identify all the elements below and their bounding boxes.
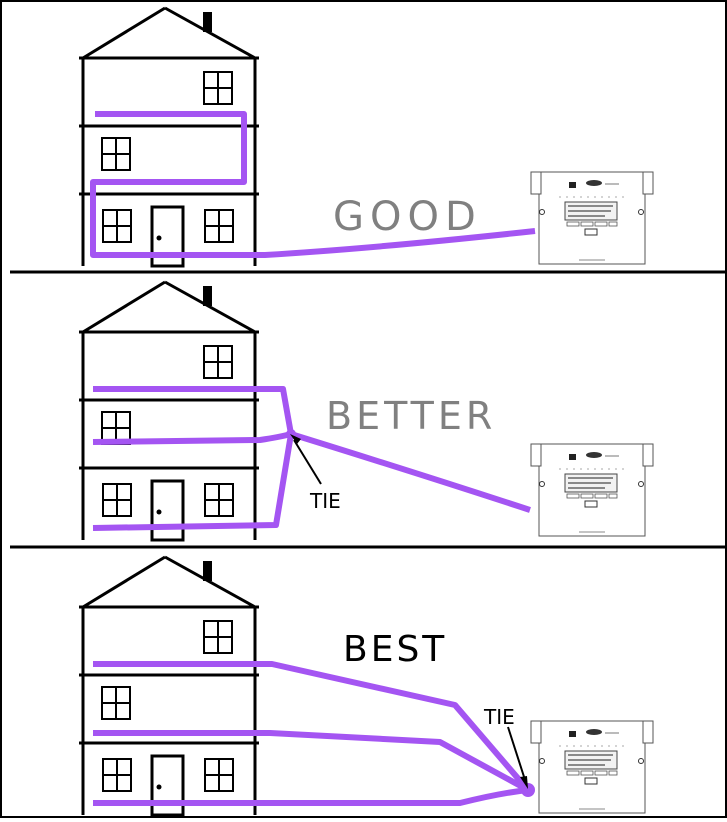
house-icon bbox=[77, 555, 261, 817]
panel-good: GOOD bbox=[77, 6, 654, 268]
tie-arrow bbox=[507, 726, 527, 784]
wire-floor-1 bbox=[93, 787, 529, 806]
tie-point bbox=[521, 783, 535, 797]
tie-label: TIE bbox=[309, 489, 341, 513]
wire-floor-1 bbox=[92, 433, 294, 531]
tie-arrowhead bbox=[520, 776, 528, 789]
panel-better: BETTER TIE bbox=[77, 280, 654, 542]
wire-floor-2 bbox=[92, 431, 292, 445]
controller-icon bbox=[530, 171, 654, 265]
panel-label-best: BEST bbox=[343, 629, 447, 670]
wire-floor-2 bbox=[93, 730, 530, 793]
tie-arrow bbox=[293, 439, 322, 485]
wire-trunk bbox=[290, 431, 531, 513]
controller-icon bbox=[530, 443, 654, 537]
wire-daisy-chain bbox=[90, 111, 536, 258]
controller-icon bbox=[530, 720, 654, 814]
panel-best: BEST TIE bbox=[77, 555, 654, 817]
wire-floor-3 bbox=[93, 661, 531, 792]
panel-label-good: GOOD bbox=[333, 194, 482, 240]
house-icon bbox=[77, 280, 261, 542]
panel-label-better: BETTER bbox=[326, 394, 496, 438]
wire-floor-3 bbox=[93, 386, 294, 435]
tie-label: TIE bbox=[483, 705, 515, 729]
house-icon bbox=[77, 6, 261, 268]
tie-arrowhead bbox=[290, 434, 301, 444]
